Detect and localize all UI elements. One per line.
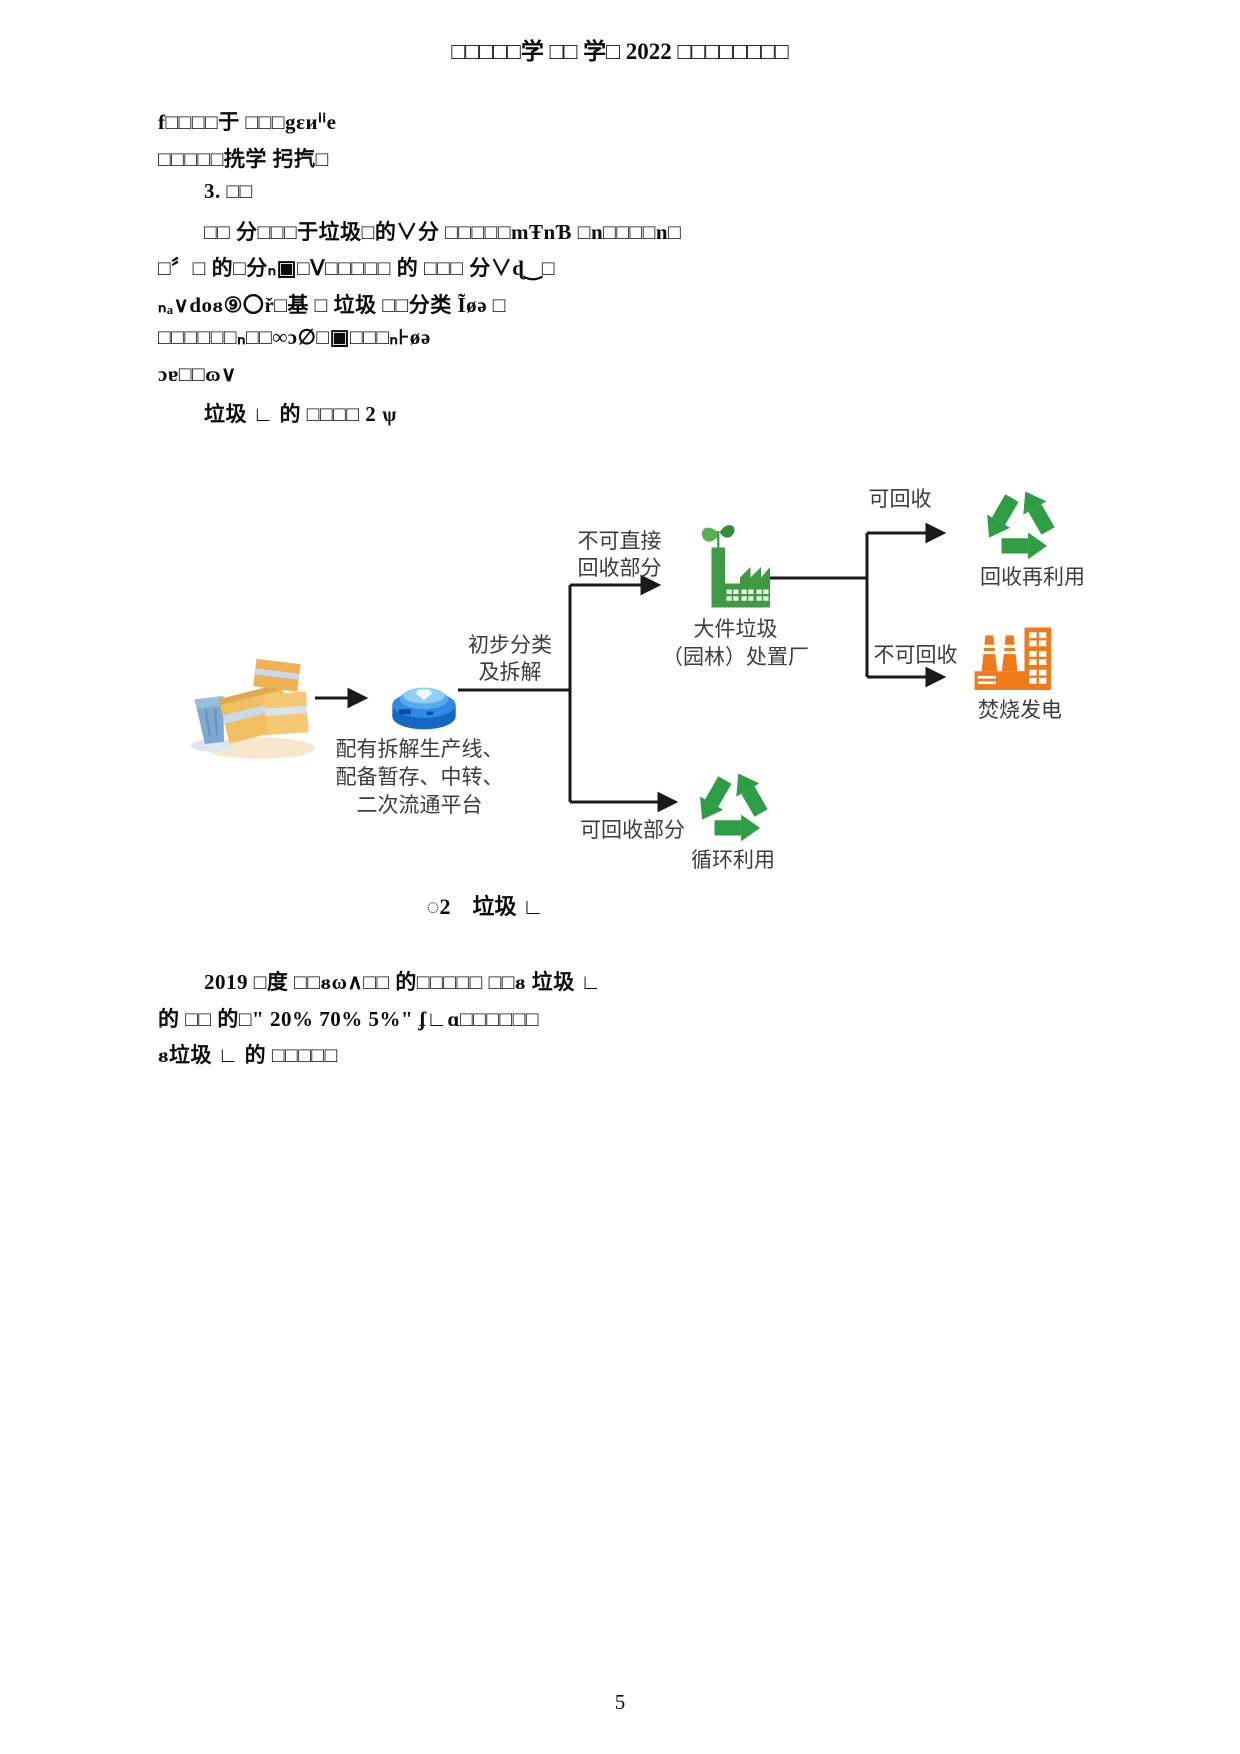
body-line: □□ 分□□□于垃圾□的∨分 □□□□□mŦnƁ □n□□□□n□ — [204, 219, 682, 244]
recycle-icon — [978, 485, 1060, 559]
body-line: f□□□□于 □□□gɛиⁱⁱe — [158, 110, 337, 134]
label-dismantle-platform: 配有拆解生产线、 配备暂存、中转、 二次流通平台 — [335, 738, 504, 817]
label-circular-use: 循环利用 — [691, 849, 775, 872]
body-line: □□□□□㧥学 㧈㧉□ — [158, 146, 329, 171]
label-incineration-power: 焚烧发电 — [978, 699, 1062, 722]
label-recyclable: 可回收 — [868, 488, 932, 511]
body-line: ₙₐ∨doᴕ⑨〇ř□基 □ 垃圾 □□分类 Ĩøǝ □ — [158, 292, 506, 317]
body-line: □〞□ 的□分ₙ▣□Ⅴ□□□□□ 的 □□□ 分∨ɖ‿□ — [158, 256, 556, 280]
trash-and-boxes-icon — [191, 658, 315, 759]
body-line: ɔɐ□□ɷ∨ — [158, 361, 237, 386]
label-bulky-waste-plant: 大件垃圾 （园林）处置厂 — [662, 618, 809, 669]
body-line: ᴕ垃圾 ∟ 的 □□□□□ — [158, 1043, 338, 1067]
body-line: 的 □□ 的□" 20% 70% 5%" ʄ∟ɑ□□□□□□ — [158, 1006, 540, 1031]
closing-text: 2019 □度 □□ᴕω∧□□ 的□□□□□ □□ᴕ 垃圾 ∟ 的 □□ 的□"… — [158, 966, 1098, 1076]
label-recycle-reuse: 回收再利用 — [980, 566, 1085, 589]
label-non-recyclable: 不可回收 — [873, 644, 958, 667]
body-line: 垃圾 ∟ 的 □□□□ 2 ѱ — [204, 402, 397, 426]
body-text: f□□□□于 □□□gɛиⁱⁱe □□□□□㧥学 㧈㧉□ 3. □□ □□ 分□… — [158, 106, 1098, 435]
figure-caption: ◌2 垃圾 ∟ — [426, 894, 544, 919]
body-line: 3. □□ — [204, 179, 253, 203]
recycle-icon — [691, 767, 773, 841]
label-not-direct-recyclable: 不可直接 回收部分 — [577, 530, 662, 580]
sorting-platform-icon — [392, 687, 456, 730]
green-factory-icon — [701, 525, 770, 608]
label-initial-sorting: 初步分类 及拆解 — [468, 634, 552, 684]
page-number: 5 — [614, 1690, 626, 1714]
body-line: 2019 □度 □□ᴕω∧□□ 的□□□□□ □□ᴕ 垃圾 ∟ — [204, 970, 602, 994]
body-line: □□□□□□ₙ□□∞ɔ∅□▣□□□ₙ⊦øǝ — [158, 325, 431, 349]
label-recyclable-part: 可回收部分 — [580, 819, 685, 842]
page-header: □□□□□学 □□ 学□ 2022 □□□□□□□□ — [451, 39, 789, 64]
